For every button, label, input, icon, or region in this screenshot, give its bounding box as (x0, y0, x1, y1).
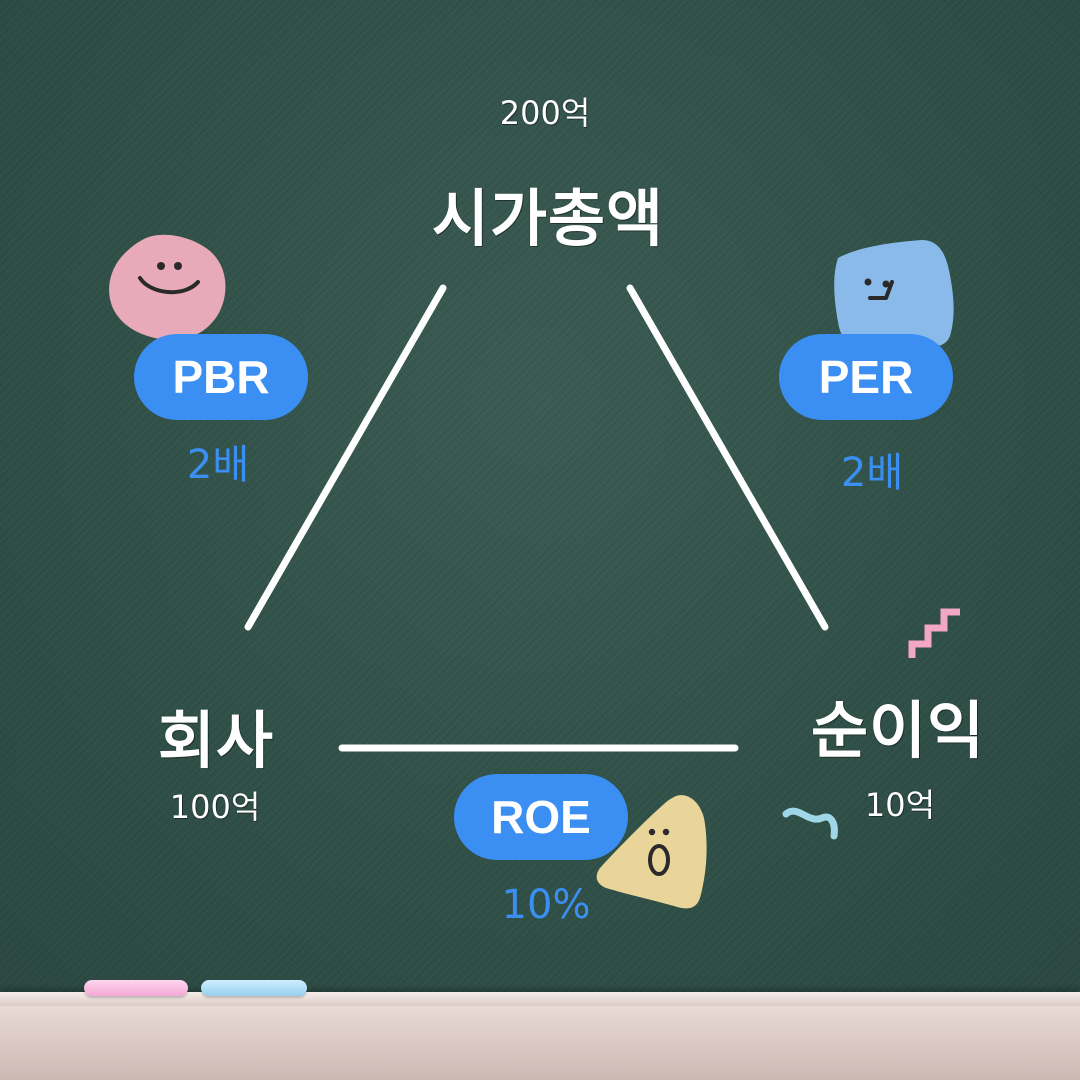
roe-value: 10% (501, 882, 591, 928)
surprised-triangle-icon (596, 795, 707, 909)
blue-chalk-stick (201, 980, 307, 996)
edge-market-cap-net-income (626, 284, 829, 631)
net-income-label: 순이익 (810, 694, 986, 767)
per-value: 2배 (840, 450, 904, 496)
per-pill: PER (779, 334, 953, 420)
roe-pill: ROE (454, 774, 628, 860)
face-square-icon (834, 240, 954, 347)
chalkboard (0, 0, 1080, 1000)
smiling-blob-icon (109, 234, 226, 341)
market-cap-value: 200억 (499, 94, 591, 132)
pink-chalk-stick (84, 980, 188, 996)
company-value: 100억 (169, 788, 261, 826)
triangle-diagram (0, 0, 1080, 1000)
edge-market-cap-company (244, 284, 447, 631)
zigzag-doodle-icon (908, 608, 960, 658)
squiggle-doodle-icon (782, 807, 838, 840)
net-income-value: 10억 (864, 786, 936, 824)
chalk-tray (0, 992, 1080, 1080)
pbr-value: 2배 (186, 442, 250, 488)
company-label: 회사 (157, 704, 275, 777)
market-cap-label: 시가총액 (431, 182, 665, 255)
pbr-pill: PBR (134, 334, 308, 420)
